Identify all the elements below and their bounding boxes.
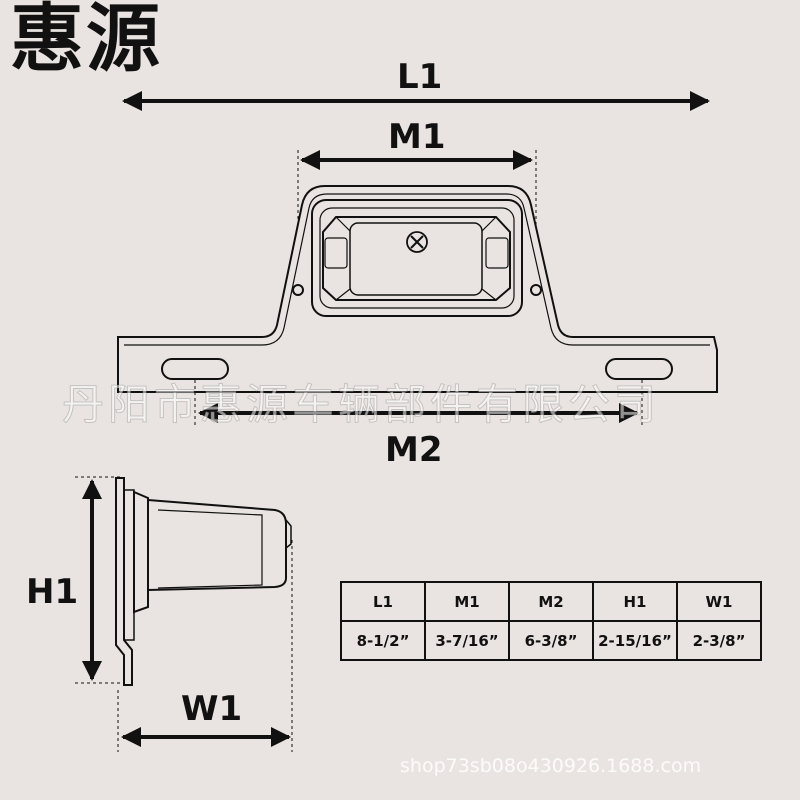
table-row: 8-1/2” 3-7/16” 6-3/8” 2-15/16” 2-3/8”	[340, 620, 762, 661]
table-value-cell: 2-15/16”	[592, 620, 678, 661]
table-value-cell: 3-7/16”	[424, 620, 510, 661]
table-value-cell: 8-1/2”	[340, 620, 426, 661]
table-value-cell: 6-3/8”	[508, 620, 594, 661]
W1-label: W1	[181, 689, 243, 729]
side-view-bracket	[115, 477, 292, 686]
table-header-cell: W1	[676, 581, 762, 622]
M1-label: M1	[388, 117, 446, 157]
table-header-cell: H1	[592, 581, 678, 622]
table-header-cell: L1	[340, 581, 426, 622]
L1-label: L1	[397, 57, 443, 97]
front-view-bracket	[117, 185, 718, 393]
table-header-row: L1 M1 M2 H1 W1	[340, 581, 762, 622]
M2-label: M2	[385, 430, 443, 470]
screw-icon	[406, 231, 428, 253]
table-header-cell: M2	[508, 581, 594, 622]
H1-label: H1	[26, 572, 79, 612]
brand-logo: 惠源	[10, 0, 162, 82]
company-watermark: 丹阳市惠源车辆部件有限公司	[62, 380, 661, 429]
table-header-cell: M1	[424, 581, 510, 622]
table-value-cell: 2-3/8”	[676, 620, 762, 661]
store-url-watermark: shop73sb08o430926.1688.com	[400, 755, 702, 777]
dimension-table: L1 M1 M2 H1 W1 8-1/2” 3-7/16” 6-3/8” 2-1…	[340, 581, 762, 661]
